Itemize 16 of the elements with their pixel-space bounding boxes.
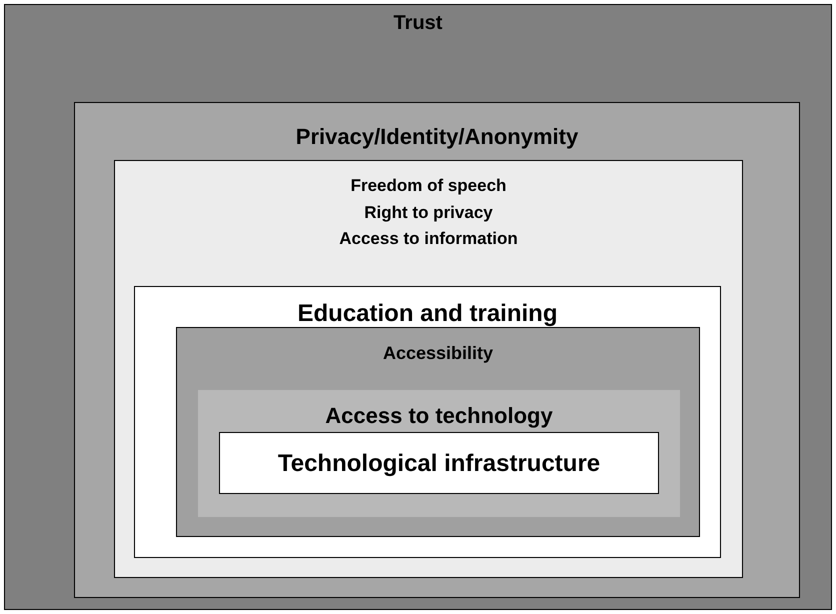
layer-label: Freedom of speech (350, 175, 506, 197)
nested-layer-box (114, 160, 743, 578)
nested-layer-box (176, 327, 700, 537)
nested-layer-box (134, 286, 721, 558)
layer-label: Trust (394, 11, 442, 36)
layer-label: Right to privacy (364, 202, 493, 224)
layer-label: Accessibility (382, 342, 494, 365)
nested-layer-box (74, 102, 800, 598)
layer-label: Technological infrastructure (278, 449, 600, 479)
layer-label: Privacy/Identity/Anonymity (296, 123, 578, 151)
nested-layer-box (219, 432, 659, 494)
nested-layer-box (4, 4, 832, 610)
layer-label: Education and training (297, 300, 558, 328)
layer-label: Access to information (339, 228, 518, 250)
layer-label: Access to technology (325, 402, 553, 430)
nested-layer-box (198, 390, 680, 517)
